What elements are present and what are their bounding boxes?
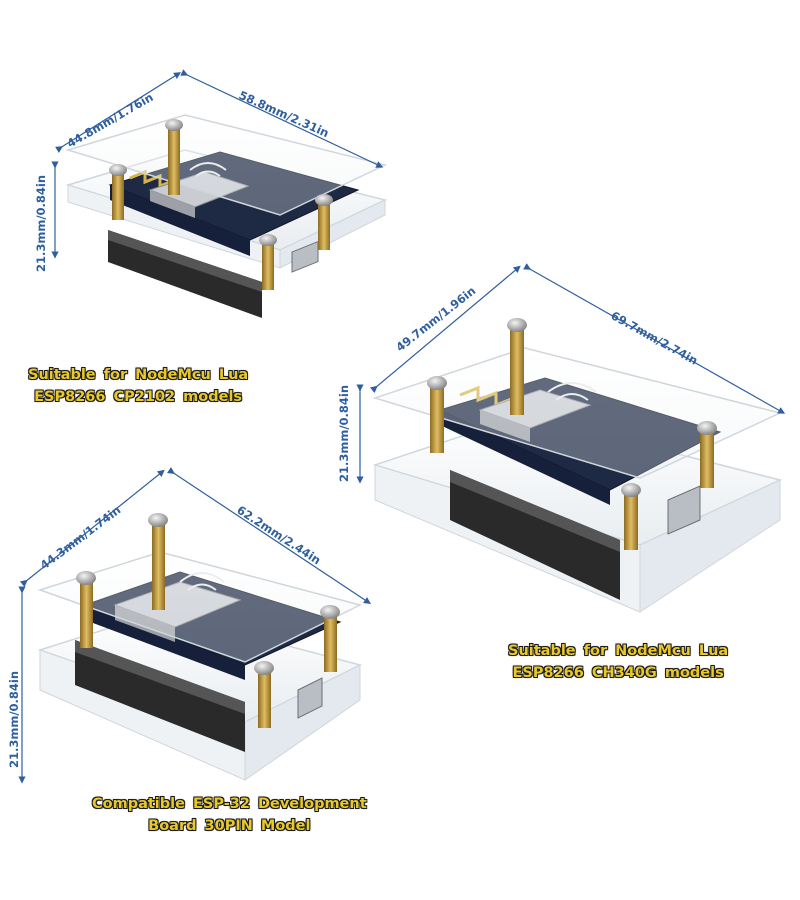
case-cp2102-height-label: 21.3mm/0.84in (34, 175, 48, 272)
case-esp32-width-line (167, 467, 372, 604)
case-esp32-caption: Compatible ESP-32 Development Board 30PI… (92, 793, 367, 837)
case-cp2102-width-line (180, 69, 384, 168)
case-esp32-depth-line (19, 469, 165, 588)
case-ch340g-width-line (523, 263, 786, 414)
case-esp32-height-label: 21.3mm/0.84in (7, 671, 21, 768)
case-cp2102-depth-line (55, 72, 182, 153)
caption-line: Compatible ESP-32 Development (92, 796, 367, 812)
caption-line: ESP8266 CP2102 models (34, 389, 243, 405)
case-ch340g-depth-label: 49.7mm/1.96in (393, 284, 478, 355)
caption-line: Suitable for NodeMcu Lua (28, 367, 249, 383)
case-esp32-depth-label: 44.3mm/1.74in (37, 503, 123, 573)
case-esp32-width-label: 62.2mm/2.44in (234, 503, 323, 568)
caption-line: Board 30PIN Model (148, 818, 311, 834)
case-cp2102-caption: Suitable for NodeMcu Lua ESP8266 CP2102 … (28, 364, 248, 408)
caption-line: ESP8266 CH340G models (512, 665, 724, 681)
case-ch340g-width-label: 69.7mm/2.74in (609, 308, 701, 367)
case-ch340g-caption: Suitable for NodeMcu Lua ESP8266 CH340G … (508, 640, 728, 684)
caption-line: Suitable for NodeMcu Lua (508, 643, 729, 659)
case-ch340g-depth-line (369, 265, 521, 394)
case-ch340g-enclosure (372, 318, 783, 613)
case-ch340g-height-label: 21.3mm/0.84in (337, 385, 351, 482)
